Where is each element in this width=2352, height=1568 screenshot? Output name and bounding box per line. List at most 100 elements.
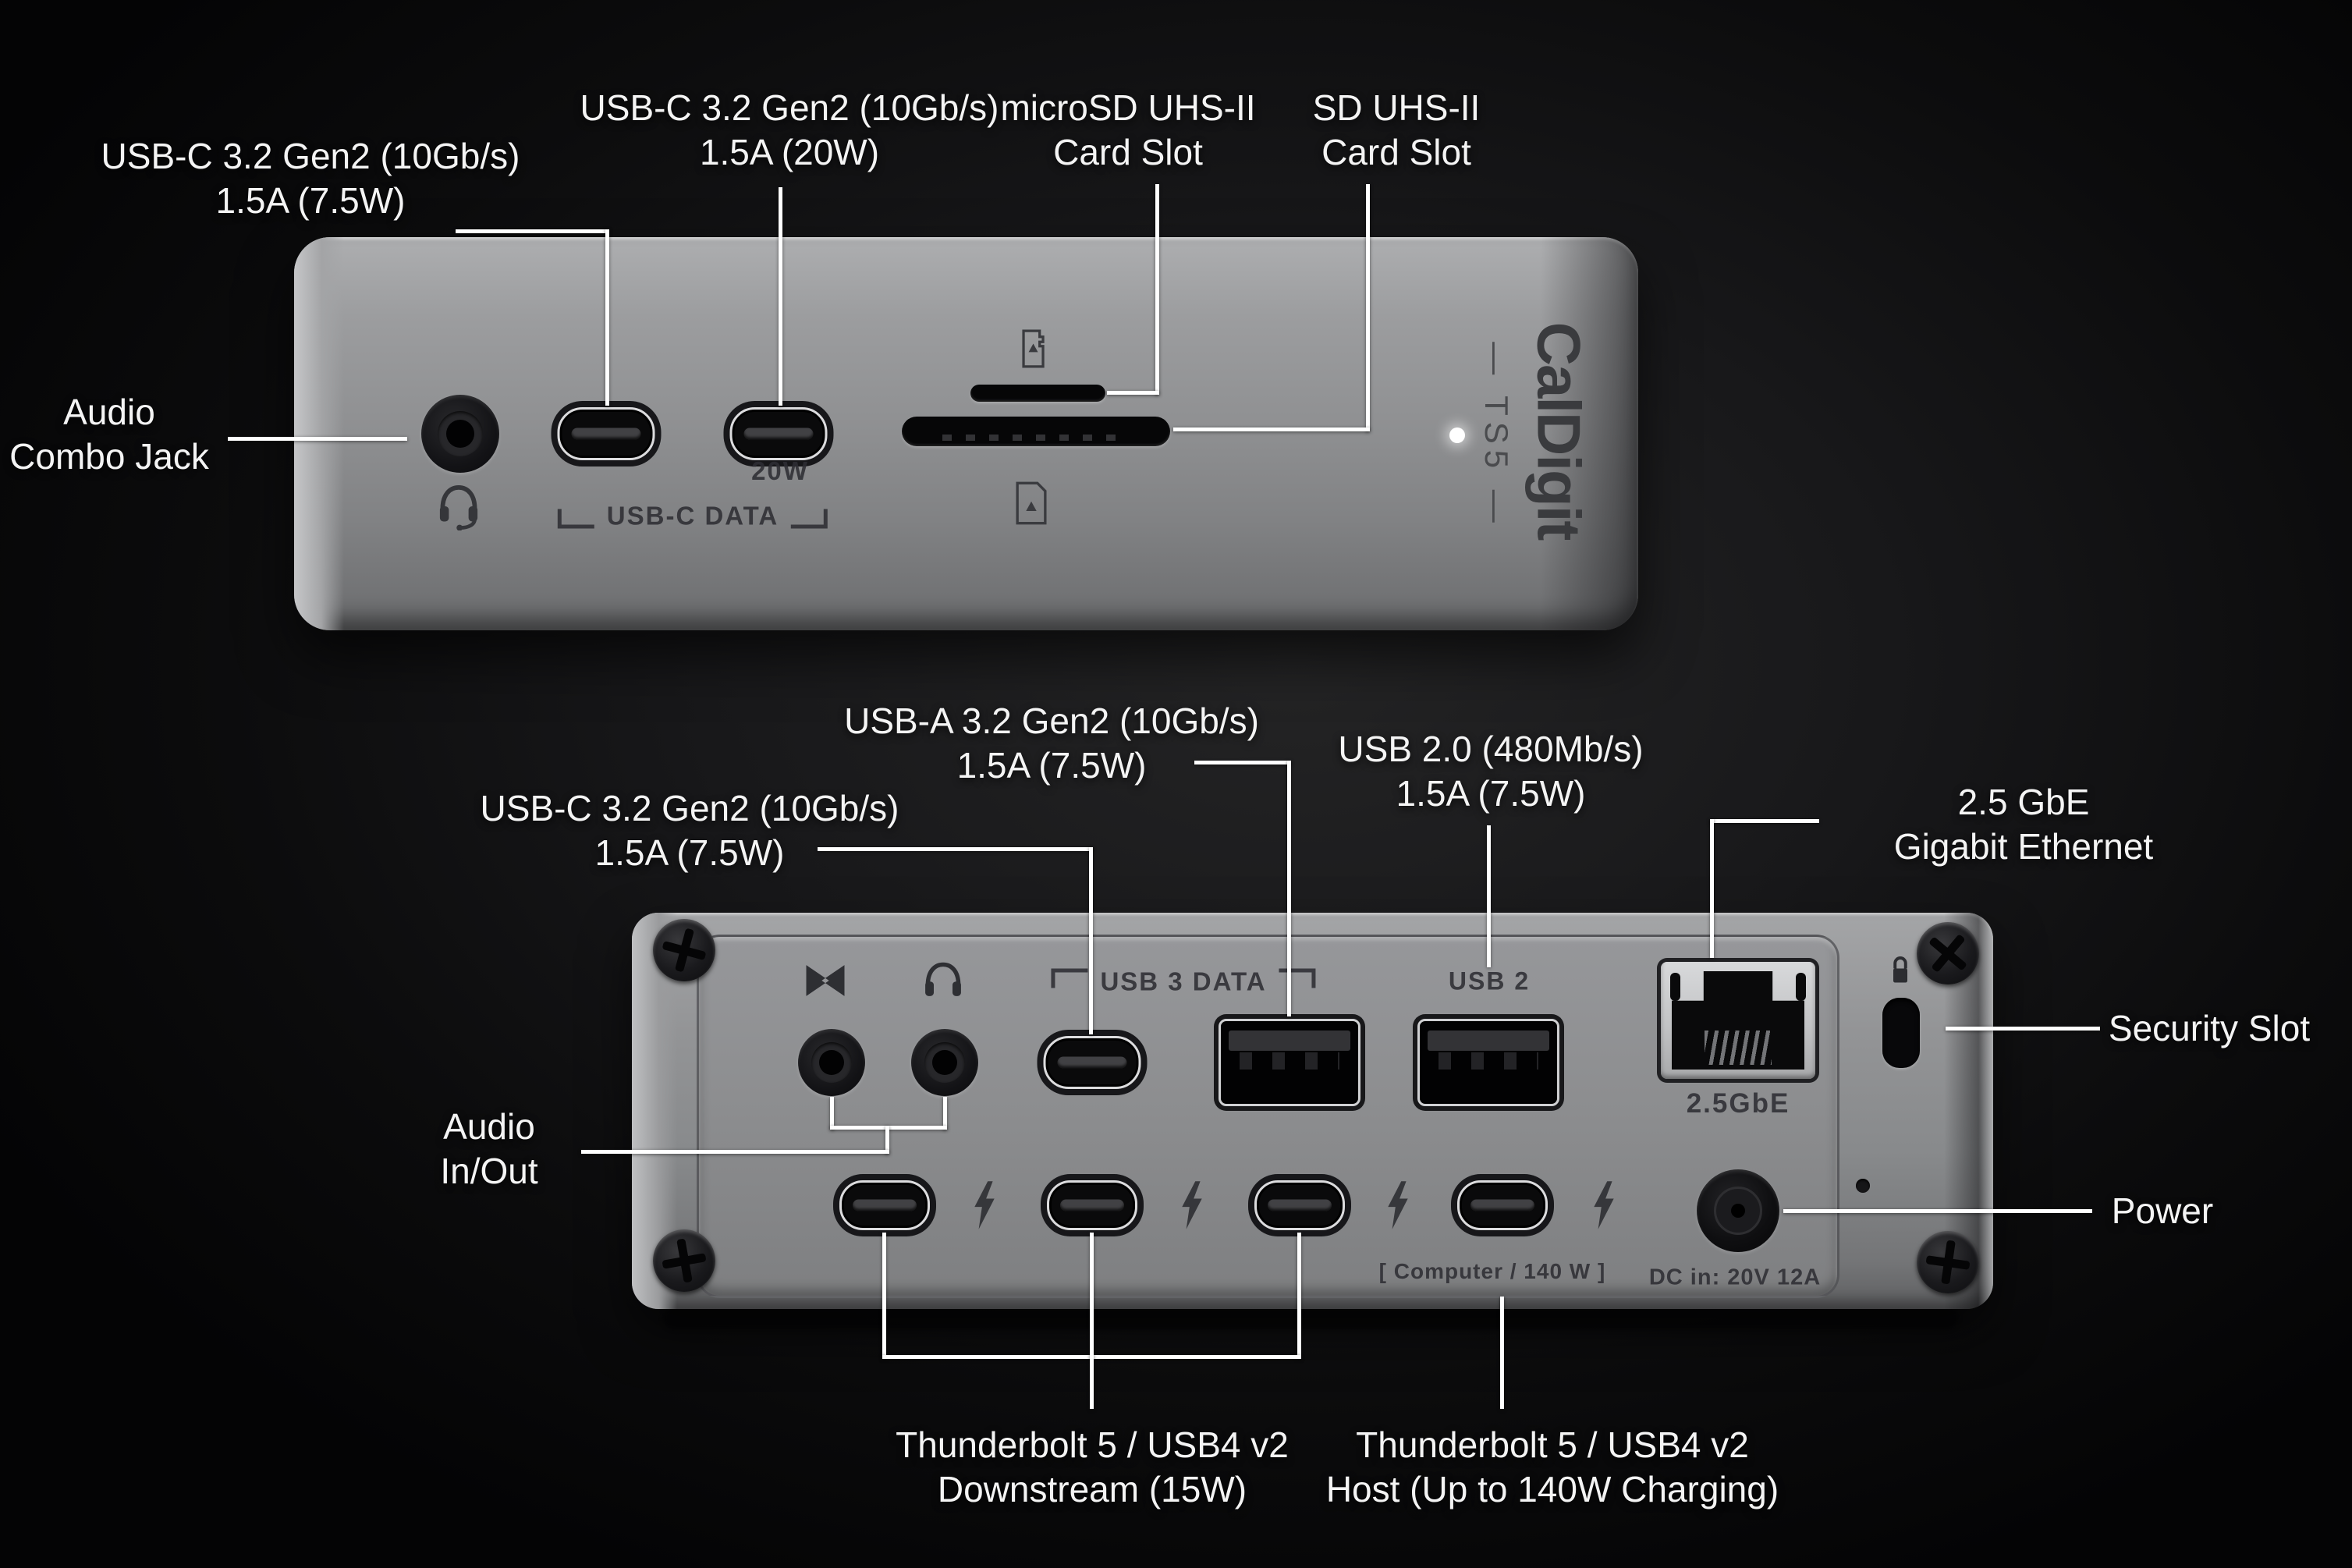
rear-io-panel (697, 935, 1839, 1298)
microsd-slot (970, 385, 1105, 402)
label-line: 1.5A (20W) (699, 132, 880, 172)
dc-in-marking: DC in: 20V 12A (1648, 1265, 1822, 1290)
rj45-slot-left (1670, 973, 1680, 1001)
audio-in-jack (798, 1029, 865, 1096)
power-jack (1697, 1169, 1779, 1252)
ts5-marking: — TS5 — (1478, 342, 1515, 529)
label-line: In/Out (440, 1151, 538, 1191)
computer-140w-marking: [ Computer / 140 W ] (1378, 1259, 1606, 1283)
lightning-bolt-icon (970, 1180, 999, 1230)
rj45-pins (1705, 1031, 1772, 1065)
label-line: USB-C 3.2 Gen2 (10Gb/s) (580, 87, 999, 128)
usba-port-2 (1417, 1019, 1559, 1106)
callout-ethernet-h (1710, 819, 1819, 823)
label-line: USB 2.0 (480Mb/s) (1338, 729, 1644, 769)
label-audio-combo-jack: Audio Combo Jack (9, 390, 209, 479)
screw (653, 919, 715, 981)
usb3-data-text: USB 3 DATA (1100, 967, 1267, 996)
callout-tb3-v (1297, 1233, 1301, 1359)
label-line: Power (2111, 1190, 2214, 1231)
label-line: 1.5A (7.5W) (1396, 773, 1586, 814)
front-usbc-port-2 (729, 407, 828, 460)
callout-audio-bracket-right (943, 1097, 947, 1130)
callout-audio-bracket-left (830, 1097, 834, 1130)
label-ethernet: 2.5 GbE Gigabit Ethernet (1894, 780, 2153, 869)
callout-usbc1-v (605, 229, 609, 406)
ethernet-port (1661, 962, 1815, 1079)
front-left-endcap (294, 237, 344, 630)
callout-sd-v (1366, 184, 1370, 431)
callout-usba-v (1287, 761, 1291, 1016)
label-line: Card Slot (1321, 132, 1471, 172)
bracket-corner-left (1051, 968, 1088, 988)
label-sd: SD UHS-II Card Slot (1313, 86, 1481, 175)
screw (1917, 922, 1979, 984)
label-audio-in-out: Audio In/Out (440, 1105, 537, 1194)
rear-floor-shadow (663, 1307, 1958, 1329)
caldigit-logo: CalDigit (1524, 321, 1594, 540)
label-line: Audio (63, 392, 155, 432)
label-line: Thunderbolt 5 / USB4 v2 (896, 1424, 1289, 1465)
reset-hole (1856, 1179, 1870, 1193)
label-line: Combo Jack (9, 436, 209, 477)
callout-microsd-v (1155, 184, 1159, 395)
usba-port-1 (1219, 1019, 1360, 1106)
lock-icon (1887, 955, 1914, 990)
label-line: Gigabit Ethernet (1893, 826, 2154, 867)
label-line: 1.5A (7.5W) (215, 180, 406, 221)
callout-ethernet-v (1710, 819, 1714, 958)
callout-audio-connector (885, 1126, 889, 1154)
callout-tb-host-v (1500, 1297, 1504, 1409)
callout-tb2-v (1090, 1233, 1094, 1409)
label-line: Downstream (15W) (937, 1469, 1247, 1509)
usb3-data-marking: USB 3 DATA (1051, 967, 1316, 996)
sd-card-icon (1013, 481, 1049, 526)
label-line: 1.5A (7.5W) (594, 832, 785, 873)
thunderbolt-port-1 (839, 1180, 930, 1230)
sd-slot-pins (942, 435, 1130, 441)
usbc-data-marking: USB-C DATA (557, 501, 828, 530)
bracket-corner-right (1279, 968, 1316, 988)
usb2-marking: USB 2 (1448, 967, 1531, 995)
usba-tongue (1229, 1031, 1350, 1051)
label-line: USB-C 3.2 Gen2 (10Gb/s) (101, 136, 520, 176)
audio-out-jack (911, 1029, 978, 1096)
jack-hole (932, 1050, 957, 1075)
screw (1917, 1231, 1979, 1293)
label-line: USB-A 3.2 Gen2 (10Gb/s) (844, 701, 1259, 741)
microsd-card-icon (1018, 329, 1048, 368)
lightning-bolt-icon (1590, 1180, 1618, 1230)
20w-marking: 20W (751, 456, 809, 485)
label-line: Card Slot (1053, 132, 1203, 172)
label-microsd: microSD UHS-II Card Slot (1000, 86, 1255, 175)
usbc-data-text: USB-C DATA (606, 501, 779, 530)
label-front-usbc-2: USB-C 3.2 Gen2 (10Gb/s) 1.5A (20W) (580, 86, 999, 175)
thunderbolt-port-2 (1047, 1180, 1137, 1230)
callout-audio-jack (228, 437, 407, 441)
jack-hole (446, 420, 474, 448)
2-5gbe-marking: 2.5GbE (1686, 1088, 1790, 1119)
power-jack-pin (1731, 1204, 1745, 1218)
security-slot (1882, 998, 1920, 1068)
callout-security-h (1946, 1027, 2100, 1031)
front-usbc-port-1 (557, 407, 655, 460)
lightning-bolt-icon (1178, 1180, 1206, 1230)
label-line: Audio (443, 1106, 535, 1147)
thunderbolt-port-3 (1254, 1180, 1345, 1230)
audio-line-icon (805, 964, 846, 997)
label-line: 2.5 GbE (1957, 782, 2090, 822)
callout-microsd-h (1107, 391, 1159, 395)
front-right-shade (1541, 237, 1638, 630)
callout-rear-usbc-v (1089, 847, 1093, 1034)
jack-hole (819, 1050, 844, 1075)
bracket-corner-left (557, 509, 594, 529)
headset-icon (435, 482, 483, 530)
lightning-bolt-icon (1384, 1180, 1412, 1230)
thunderbolt-host-port (1457, 1180, 1548, 1230)
label-line: microSD UHS-II (1000, 87, 1256, 128)
callout-usba-h (1194, 761, 1291, 764)
callout-sd-h (1173, 427, 1370, 431)
label-line: USB-C 3.2 Gen2 (10Gb/s) (480, 788, 899, 828)
label-thunderbolt-host: Thunderbolt 5 / USB4 v2 Host (Up to 140W… (1326, 1423, 1779, 1512)
